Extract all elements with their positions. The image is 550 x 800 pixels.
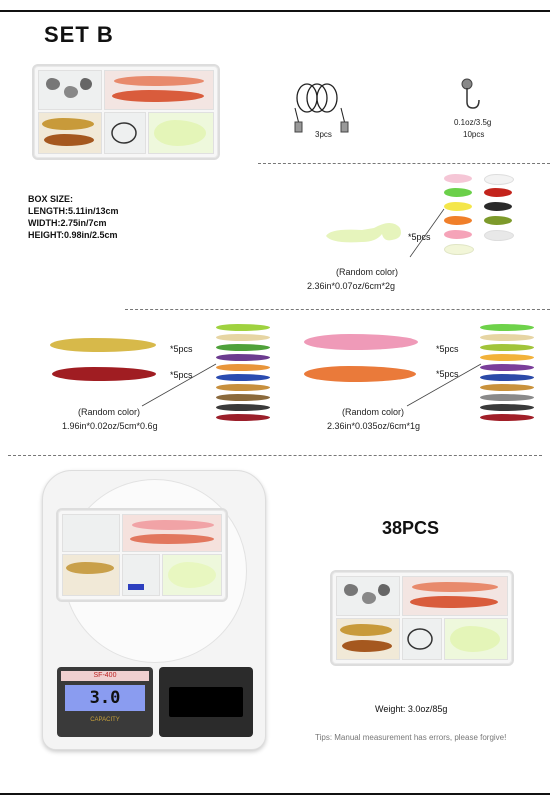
large-shad-color-note: (Random color) [342,407,405,417]
divider-3 [8,455,542,456]
box-height: HEIGHT:0.98in/2.5cm [28,230,118,240]
large-shad-spec: 2.36in*0.035oz/6cm*1g [327,421,421,431]
set-title: SET B [44,22,114,47]
small-shad-spec: 1.96in*0.02oz/5cm*0.6g [62,421,158,431]
large-shad-count-a: *5pcs [436,344,459,354]
small-shad-gold-image [50,338,156,352]
total-count: 38PCS [382,518,440,538]
tackle-box-image-top [32,64,220,160]
large-shad-pink-image [304,334,418,350]
box-size-heading: BOX SIZE: [28,194,74,204]
jig-head-image [461,78,480,109]
scale-button-panel [159,667,253,737]
box-size-spec: BOX SIZE: LENGTH:5.11in/13cm WIDTH:2.75i… [28,193,119,241]
jig-weight: 0.1oz/3.5g [454,118,492,127]
curly-tail-grub-image [326,223,401,243]
divider-1 [258,163,550,164]
tackle-box-on-scale-image [56,508,228,602]
small-shad-color-swatches [214,324,272,424]
curly-tail-pointer-line [409,208,445,258]
large-shad-color-swatches [478,324,536,424]
small-shad-red-image [52,367,156,381]
large-shad-pointer-line [406,363,482,407]
large-shad-orange-image [304,366,416,382]
measurement-tips: Tips: Manual measurement has errors, ple… [315,733,507,742]
box-width: WIDTH:2.75in/7cm [28,218,107,228]
bottom-border [0,793,550,795]
tackle-box-image-bottom [330,570,514,666]
box-length: LENGTH:5.11in/13cm [28,206,119,216]
small-shad-color-note: (Random color) [78,407,141,417]
leaders-count: 3pcs [315,130,332,139]
scale-capacity-label: CAPACITY [90,717,120,723]
large-shad-count-b: *5pcs [436,369,459,379]
curly-tail-count: *5pcs [408,232,431,242]
small-shad-count-a: *5pcs [170,344,193,354]
curly-tail-color-note: (Random color) [336,267,399,277]
wire-leaders-image [294,83,349,133]
top-border [0,10,550,12]
scale-reading: 3.0 [65,685,145,711]
curly-tail-color-swatches [440,172,520,264]
small-shad-pointer-line [141,363,217,407]
curly-tail-spec: 2.36in*0.07oz/6cm*2g [307,281,396,291]
total-weight: Weight: 3.0oz/85g [375,704,448,714]
small-shad-count-b: *5pcs [170,370,193,380]
scale-brand: SF-400 [61,671,149,681]
jig-count: 10pcs [463,130,485,139]
divider-2 [125,309,550,310]
scale-display-panel: SF-400 3.0 CAPACITY [57,667,153,737]
